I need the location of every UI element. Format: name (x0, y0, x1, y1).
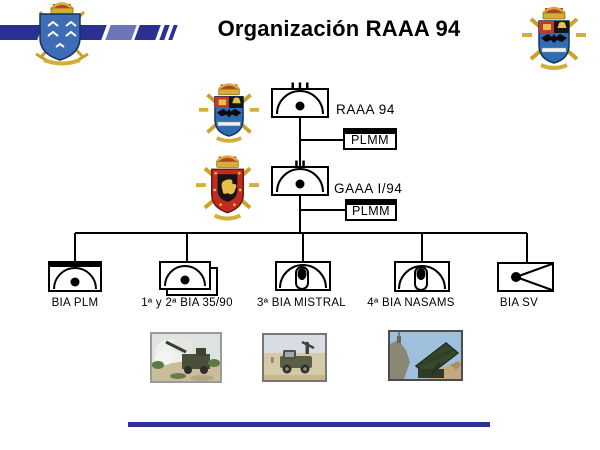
unit-symbol-bia-nasams-icon (394, 261, 450, 292)
raaa94-crest-icon (198, 83, 260, 143)
unit-symbol-raaa-icon (271, 82, 329, 118)
unit-label-bia-plm: BIA PLM (51, 297, 99, 309)
gun-35-90-photo (150, 332, 222, 383)
unit-symbol-bia-sv-icon (497, 262, 554, 292)
mistral-vehicle-photo (262, 333, 327, 382)
raaa94-crest-icon (522, 6, 586, 70)
unit-symbol-gaaa-icon (271, 160, 329, 196)
unit-label-bia-3590: 1ª y 2ª BIA 35/90 (141, 297, 233, 309)
unit-label-bia-nasams: 4ª BIA NASAMS (367, 297, 455, 309)
unit-symbol-bia-plm-icon (48, 261, 102, 292)
unit-label-bia-mistral: 3ª BIA MISTRAL (257, 297, 346, 309)
banner-stripe (134, 25, 161, 40)
plmm-box: PLMM (345, 199, 397, 221)
canarias-crest-icon (35, 2, 89, 66)
plmm-box: PLMM (343, 128, 397, 150)
unit-symbol-bia-mistral-icon (275, 261, 331, 291)
unit-label-bia-sv: BIA SV (499, 297, 539, 309)
footer-accent-bar (128, 422, 490, 427)
banner-stripe (105, 25, 137, 40)
banner-stripe (168, 25, 178, 40)
unit-label-raaa: RAAA 94 (336, 102, 395, 117)
unit-symbol-bia-3590-icon (159, 261, 218, 296)
gaaa-crest-icon (196, 155, 259, 221)
nasams-launcher-photo (388, 330, 463, 381)
unit-label-gaaa: GAAA I/94 (334, 181, 403, 196)
slide-title: Organización RAAA 94 (217, 16, 461, 41)
